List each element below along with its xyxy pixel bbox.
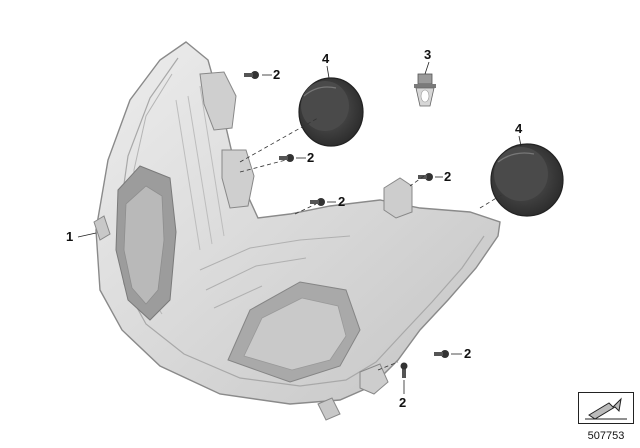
callout-screw-bottom: 2 — [399, 395, 407, 410]
screw-right — [418, 173, 433, 181]
leader-lines — [77, 61, 522, 394]
callout-cap-left: 4 — [322, 51, 330, 66]
dust-cap-left — [298, 77, 364, 147]
screw-upper-mid — [279, 154, 294, 162]
bulb — [414, 73, 436, 107]
callout-screw-top: 2 — [273, 67, 281, 82]
assembly-lines — [239, 117, 504, 371]
callout-cap-right: 4 — [515, 121, 523, 136]
callout-screw-mid: 2 — [338, 194, 346, 209]
callout-headlight-housing: 1 — [66, 229, 74, 244]
arrow-icon — [585, 397, 627, 420]
headlight-housing — [93, 41, 501, 421]
screw-mid — [310, 198, 325, 206]
dust-cap-right — [490, 143, 564, 217]
screw-top — [244, 71, 259, 79]
callout-screw-right: 2 — [444, 169, 452, 184]
reference-number: 507753 — [587, 430, 625, 442]
screws — [244, 71, 449, 378]
reference-icon-box — [578, 392, 634, 424]
callout-bulb: 3 — [424, 47, 432, 62]
callout-screw-upper-mid: 2 — [307, 150, 315, 165]
screw-lower-right — [434, 350, 449, 358]
screw-bottom — [400, 362, 408, 378]
callout-screw-lower-right: 2 — [464, 346, 472, 361]
